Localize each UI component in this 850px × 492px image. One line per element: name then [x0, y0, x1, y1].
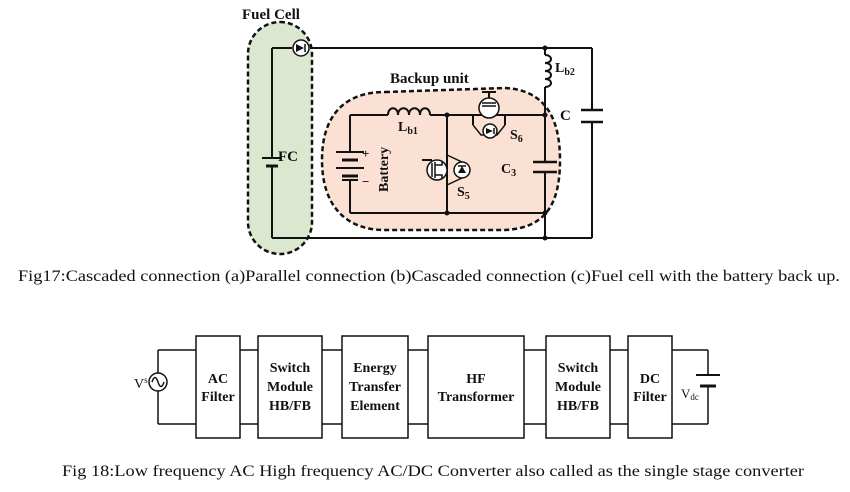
lb2-label: Lb2 [555, 61, 575, 78]
block-line: Switch [558, 361, 599, 376]
c3-label: C3 [501, 162, 516, 179]
vs-label: Vs [134, 375, 148, 392]
fc-label: FC [278, 149, 298, 165]
fuel-cell-title: Fuel Cell [242, 7, 300, 23]
lb1-inductor [387, 107, 431, 116]
junction-dots [444, 45, 548, 241]
block-line: AC [208, 372, 228, 387]
converter-block: Energy Transfer Element [341, 335, 409, 439]
block-line: Transformer [438, 390, 515, 405]
battery-symbol [336, 151, 364, 181]
backup-unit-region [320, 86, 562, 232]
block-line: Module [555, 380, 601, 395]
fuel-cell-region [246, 20, 314, 256]
block-line: DC [640, 372, 660, 387]
s5-label: S5 [457, 185, 470, 202]
c-capacitor [581, 108, 603, 124]
converter-block: AC Filter [195, 335, 241, 439]
battery-label: Battery [377, 147, 392, 192]
fig17-caption: Fig17:Cascaded connection (a)Parallel co… [18, 268, 840, 285]
block-line: Energy [353, 361, 397, 376]
c3-capacitor [533, 160, 557, 174]
ac-source-symbol [148, 372, 168, 392]
backup-unit-label: Backup unit [390, 71, 469, 87]
block-line: Filter [201, 390, 234, 405]
block-line: Switch [270, 361, 311, 376]
s6-label: S6 [510, 128, 523, 145]
converter-block: Switch Module HB/FB [257, 335, 323, 439]
block-line: HB/FB [269, 399, 311, 414]
fig17-circuit: Fuel Cell Backup unit [242, 7, 603, 256]
block-line: Module [267, 380, 313, 395]
vdc-label: Vdc [681, 386, 699, 402]
s6-switch [472, 91, 506, 139]
block-wiring [240, 349, 709, 425]
block-line: HB/FB [557, 399, 599, 414]
converter-block: HF Transformer [427, 335, 525, 439]
source-wiring [157, 349, 196, 425]
c-label: C [560, 108, 571, 124]
block-line: HF [466, 372, 485, 387]
fig18-caption: Fig 18:Low frequency AC High frequency A… [62, 463, 805, 480]
lb1-label: Lb1 [398, 120, 418, 137]
block-line: Transfer [349, 380, 401, 395]
fuel-cell-diode [292, 39, 310, 57]
block-line: Element [350, 399, 400, 414]
fig18-block-diagram: Vs Vdc AC Filter Switch Module [134, 335, 720, 439]
s5-switch [422, 154, 471, 186]
lb2-inductor [544, 48, 552, 90]
fc-cell-symbol [262, 157, 282, 168]
battery-plus: + [362, 146, 369, 161]
battery-minus: − [362, 174, 369, 189]
converter-block: DC Filter [627, 335, 673, 439]
dc-battery-symbol [696, 374, 720, 388]
converter-block: Switch Module HB/FB [545, 335, 611, 439]
block-line: Filter [633, 390, 666, 405]
